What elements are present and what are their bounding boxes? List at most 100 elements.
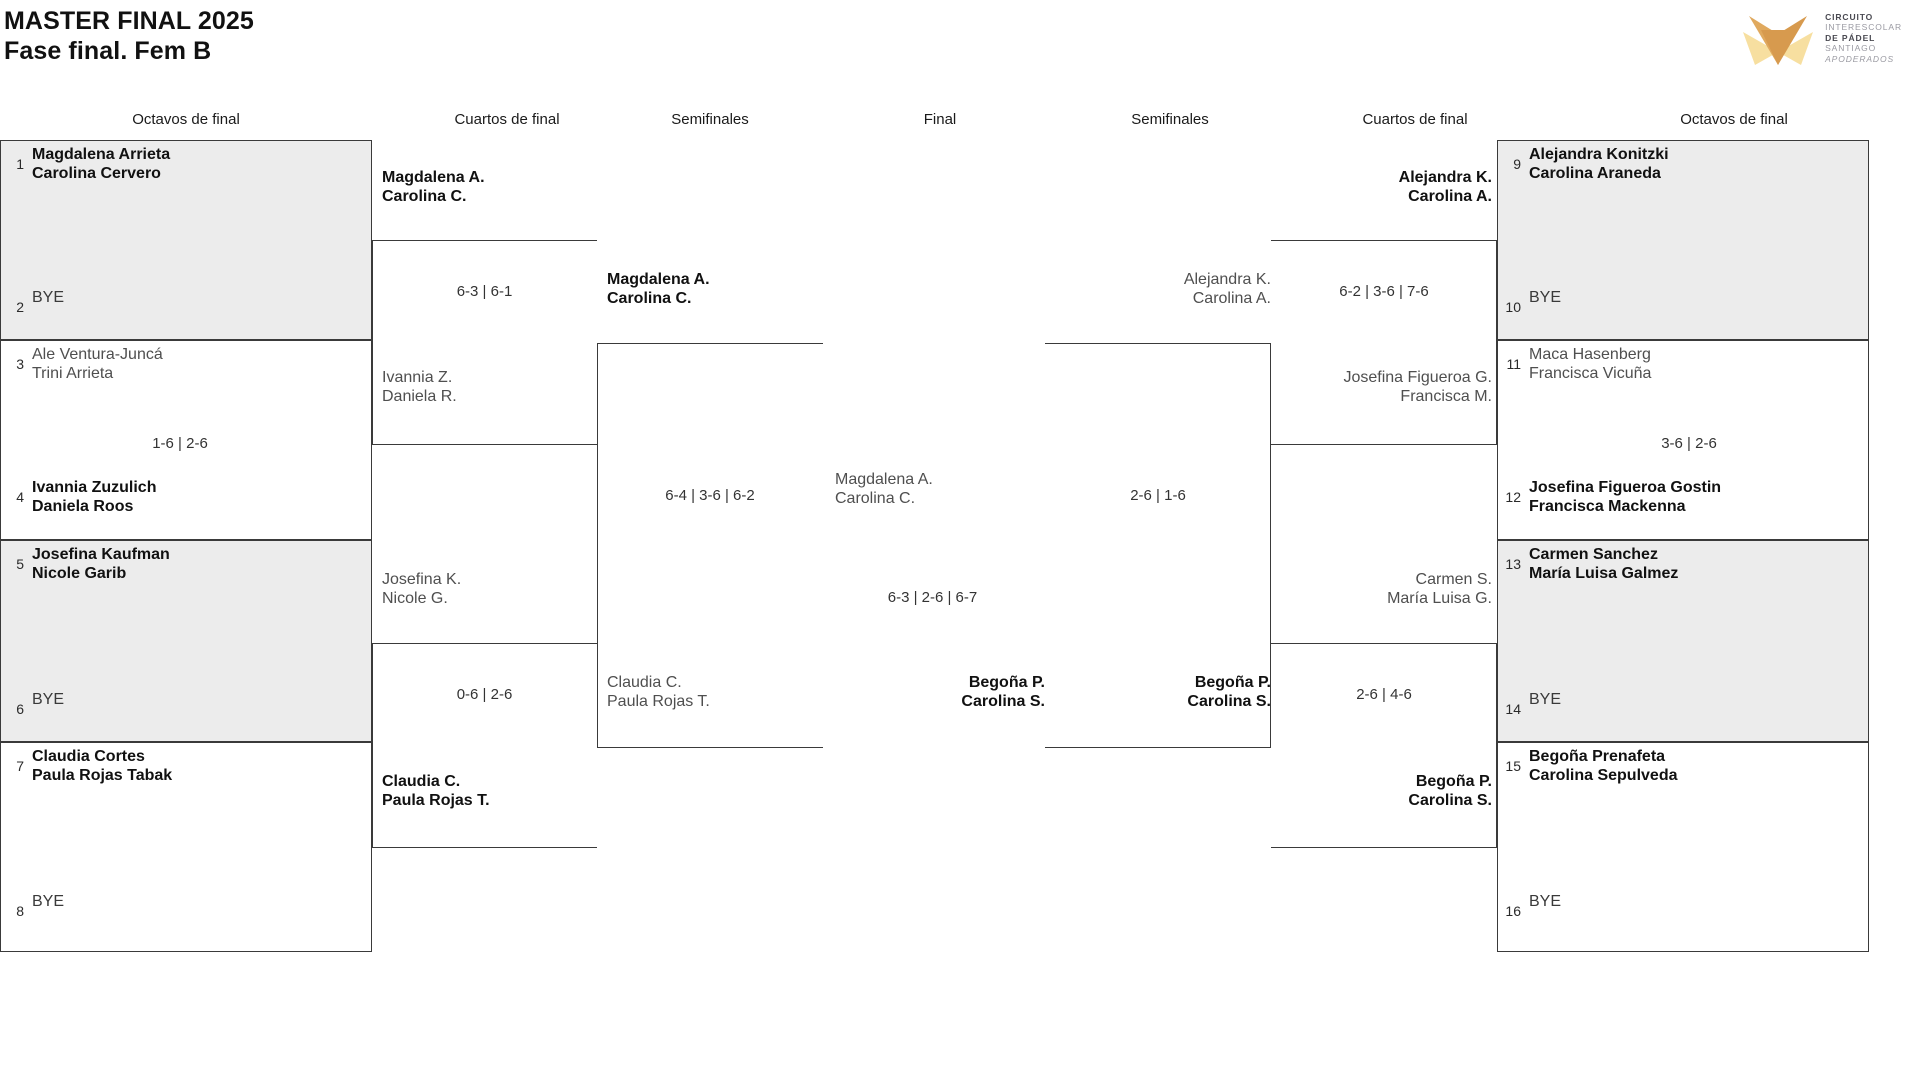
logo-mark-icon	[1741, 8, 1815, 66]
match-box-r16-1[interactable]	[0, 140, 372, 340]
match-box-r16-4[interactable]	[0, 742, 372, 952]
match-box-r16-2[interactable]	[0, 340, 372, 540]
page-header: MASTER FINAL 2025 Fase final. Fem B CIRC…	[0, 0, 1920, 105]
round-label-right-sf: Semifinales	[1131, 111, 1209, 128]
team-names: BYE	[32, 893, 65, 910]
logo-line-5: APODERADOS	[1825, 53, 1895, 64]
score-r16-6: 3-6 | 2-6	[1661, 435, 1717, 452]
round-label-left-sf: Semifinales	[671, 111, 749, 128]
seed-number: 4	[16, 489, 24, 505]
seed-number: 16	[1505, 903, 1521, 919]
tournament-name: MASTER FINAL 2025	[4, 7, 254, 35]
team-names: BYE	[32, 289, 65, 306]
match-box-r16-5[interactable]	[1497, 140, 1869, 340]
logo-line-2: INTERESCOLAR	[1825, 22, 1902, 33]
round-label-left-qf: Cuartos de final	[454, 111, 560, 128]
score-qf-4: 2-6 | 4-6	[1356, 686, 1412, 703]
match-box-r16-3[interactable]	[0, 540, 372, 742]
r16-8-bottom-entry[interactable]: 16 BYE	[1505, 892, 1561, 921]
qf-4-top-team: Carmen S.María Luisa G.	[1387, 571, 1492, 607]
seed-number: 14	[1505, 701, 1521, 717]
r16-5-bottom-entry[interactable]: 10 BYE	[1505, 288, 1561, 317]
qf-4-bottom-team: Begoña P.Carolina S.	[1408, 773, 1492, 809]
qf-2-bottom-team: Claudia C.Paula Rojas T.	[382, 773, 490, 809]
seed-number: 7	[16, 758, 24, 774]
seed-number: 5	[16, 556, 24, 572]
score-sf-left: 6-4 | 3-6 | 6-2	[665, 487, 755, 504]
r16-7-bottom-entry[interactable]: 14 BYE	[1505, 690, 1561, 719]
round-label-final: Final	[923, 111, 957, 128]
qf-3-bottom-team: Josefina Figueroa G.Francisca M.	[1343, 369, 1492, 405]
sf-left-bottom-team: Claudia C.Paula Rojas T.	[607, 674, 710, 710]
seed-number: 13	[1505, 556, 1521, 572]
match-frame-sf-left[interactable]	[597, 343, 823, 748]
team-names: BYE	[1529, 893, 1562, 910]
team-names: BYE	[32, 691, 65, 708]
seed-number: 2	[16, 299, 24, 315]
sf-right-bottom-team: Begoña P.Carolina S.	[1187, 674, 1271, 710]
score-qf-2: 0-6 | 2-6	[456, 686, 513, 703]
tournament-phase: Fase final. Fem B	[4, 37, 212, 65]
logo-line-3: DE PÁDEL	[1825, 32, 1876, 43]
final-right-team: Begoña P.Carolina S.	[961, 674, 1045, 710]
seed-number: 6	[16, 701, 24, 717]
qf-1-bottom-team: Ivannia Z.Daniela R.	[382, 369, 457, 405]
logo-line-4: SANTIAGO	[1825, 43, 1877, 54]
score-sf-right: 2-6 | 1-6	[1130, 487, 1186, 504]
seed-number: 8	[16, 903, 24, 919]
match-frame-qf-2[interactable]	[372, 643, 597, 848]
qf-1-top-team: Magdalena A.Carolina C.	[382, 169, 485, 205]
score-final: 6-3 | 2-6 | 6-7	[887, 589, 978, 606]
seed-number: 15	[1505, 758, 1521, 774]
r16-4-bottom-entry[interactable]: 8 BYE	[8, 892, 64, 921]
score-qf-3: 6-2 | 3-6 | 7-6	[1339, 283, 1429, 300]
r16-3-bottom-entry[interactable]: 6 BYE	[8, 690, 64, 719]
qf-3-top-team: Alejandra K.Carolina A.	[1398, 169, 1492, 205]
team-names: BYE	[1529, 691, 1562, 708]
r16-1-bottom-entry[interactable]: 2 BYE	[8, 288, 64, 317]
seed-number: 11	[1506, 356, 1521, 372]
score-r16-2: 1-6 | 2-6	[152, 435, 208, 452]
match-frame-qf-1[interactable]	[372, 240, 597, 445]
page-title: MASTER FINAL 2025 Fase final. Fem B	[4, 6, 254, 66]
score-qf-1: 6-3 | 6-1	[456, 283, 513, 300]
match-box-r16-8[interactable]	[1497, 742, 1869, 952]
match-frame-sf-right[interactable]	[1045, 343, 1271, 748]
seed-number: 12	[1505, 489, 1521, 505]
logo-line-1: CIRCUITO	[1825, 11, 1874, 22]
logo-wordmark: CIRCUITO INTERESCOLAR DE PÁDEL SANTIAGO …	[1825, 10, 1902, 65]
round-label-right-qf: Cuartos de final	[1362, 111, 1468, 128]
match-frame-qf-3[interactable]	[1271, 240, 1497, 445]
seed-number: 1	[16, 156, 24, 172]
seed-number: 9	[1513, 156, 1521, 172]
match-frame-qf-4[interactable]	[1271, 643, 1497, 848]
round-label-right-r16: Octavos de final	[1680, 111, 1788, 128]
match-box-r16-7[interactable]	[1497, 540, 1869, 742]
brand-logo: CIRCUITO INTERESCOLAR DE PÁDEL SANTIAGO …	[1741, 8, 1902, 66]
final-left-team: Magdalena A.Carolina C.	[835, 471, 933, 507]
seed-number: 10	[1505, 299, 1521, 315]
seed-number: 3	[16, 356, 24, 372]
match-box-r16-6[interactable]	[1497, 340, 1869, 540]
qf-2-top-team: Josefina K.Nicole G.	[382, 571, 462, 607]
